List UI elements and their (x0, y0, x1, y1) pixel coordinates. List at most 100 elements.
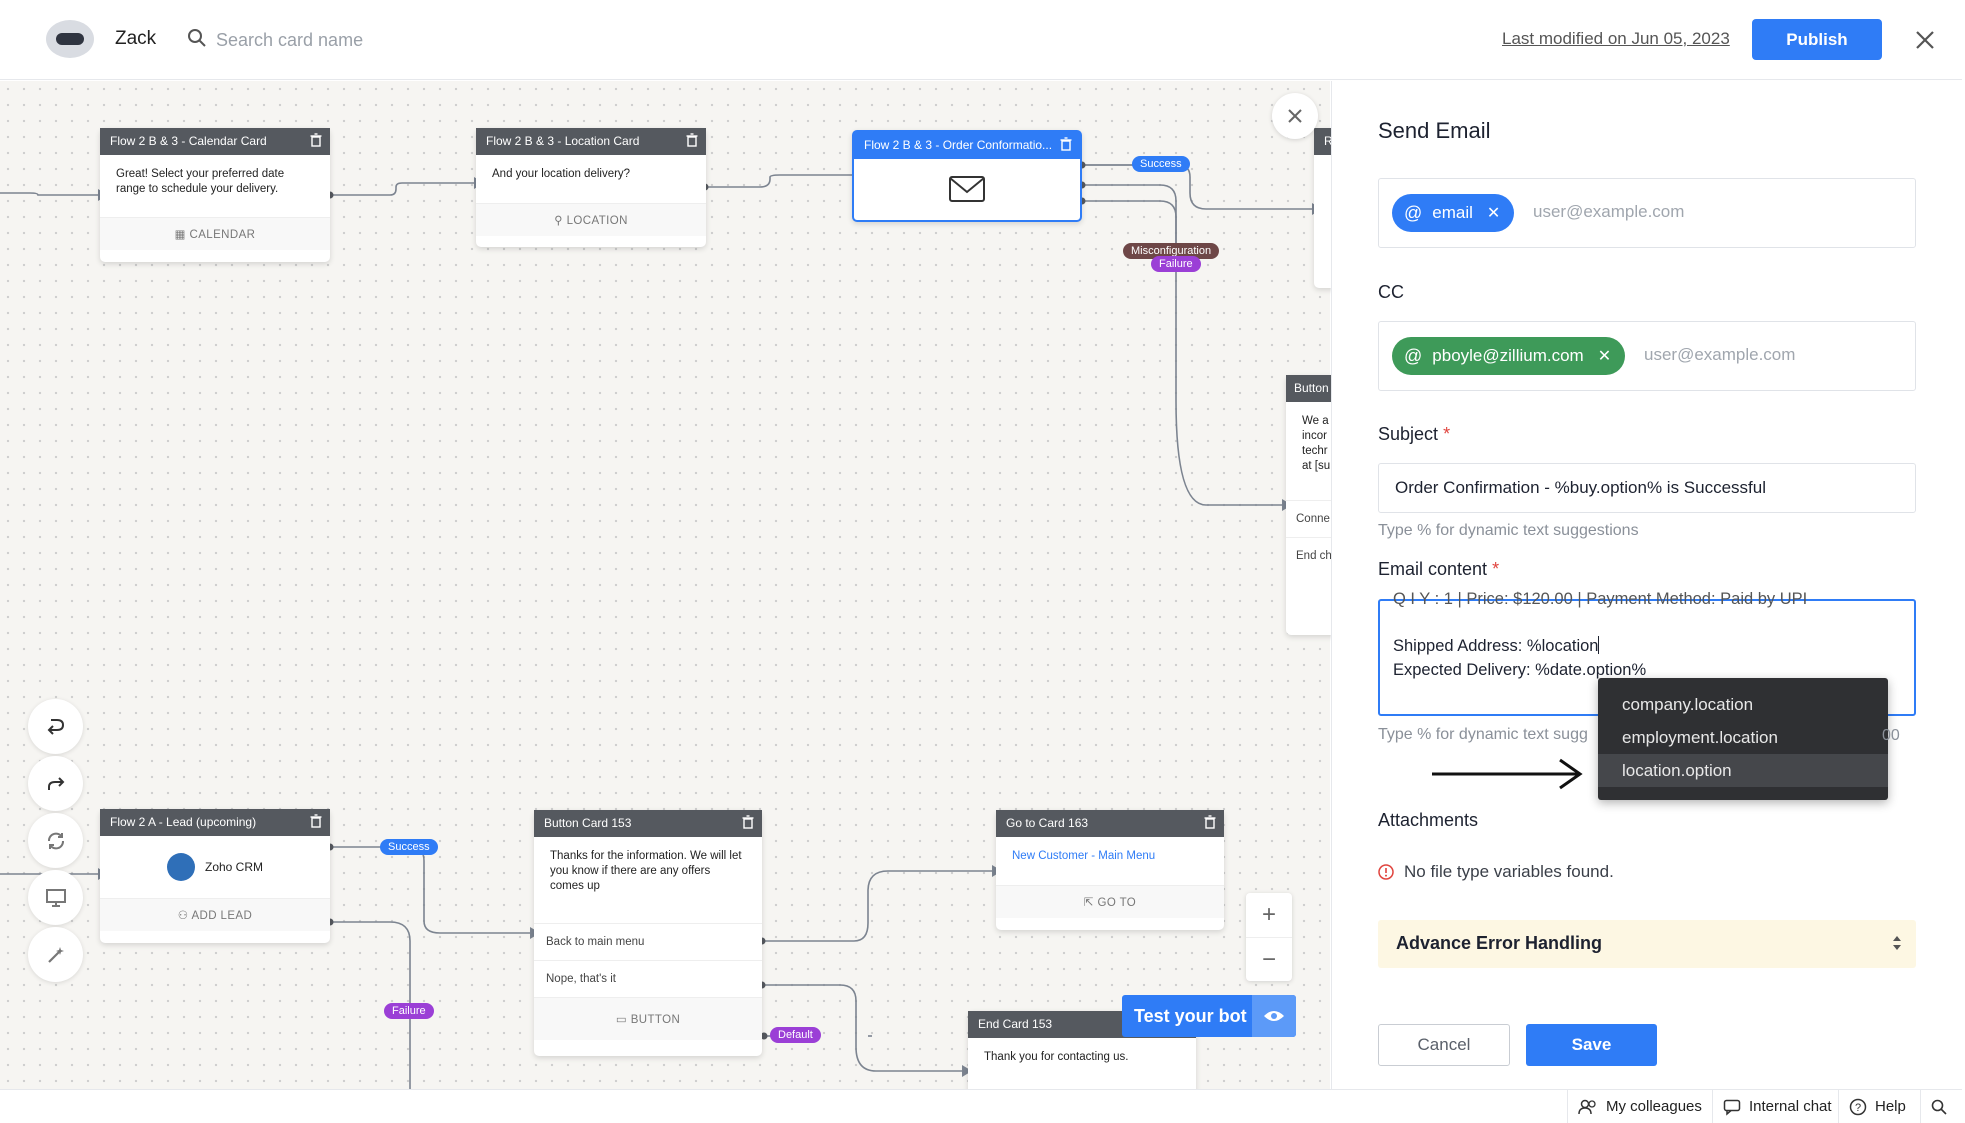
goto-card-163[interactable]: Go to Card 163 New Customer - Main Menu … (996, 810, 1224, 930)
panel-title: Send Email (1378, 118, 1491, 143)
cc-email-chip[interactable]: @ pboyle@zillium.com ✕ (1392, 337, 1626, 375)
card-type-label: ▭ BUTTON (534, 997, 762, 1040)
test-your-bot-button[interactable]: Test your bot (1122, 995, 1296, 1037)
calendar-icon: ▦ (174, 229, 190, 241)
email-content-label: Email content * (1378, 559, 1500, 579)
trash-icon[interactable] (742, 815, 754, 829)
content-line-cut: Q I Y : 1 | Price: $120.00 | Payment Met… (1393, 590, 1808, 608)
zoom-out-button[interactable]: − (1246, 937, 1292, 981)
user-add-icon: ⚇ (177, 910, 192, 922)
chat-icon (1723, 1099, 1741, 1116)
redo-button[interactable] (28, 756, 83, 811)
mail-icon (949, 176, 985, 202)
subject-hint: Type % for dynamic text suggestions (1378, 522, 1639, 539)
card-header: Button Card 153 (534, 810, 762, 837)
search-icon (188, 29, 206, 47)
location-card[interactable]: Flow 2 B & 3 - Location Card And your lo… (476, 128, 706, 247)
remove-chip-icon[interactable]: ✕ (1486, 205, 1501, 222)
content-hint: Type % for dynamic text sugg (1378, 726, 1588, 743)
monitor-icon (45, 888, 66, 907)
send-email-panel: Send Email @ email ✕ user@example.com CC… (1331, 81, 1962, 1089)
cc-label: CC (1378, 282, 1404, 302)
advance-error-handling-select[interactable]: Advance Error Handling (1378, 920, 1916, 968)
people-icon (1578, 1099, 1596, 1114)
preview-toggle[interactable] (1252, 995, 1296, 1037)
suggestion-item[interactable]: employment.location (1622, 728, 1778, 747)
goto-target-link[interactable]: New Customer - Main Menu (1012, 850, 1156, 862)
status-search-button[interactable] (1920, 1090, 1965, 1123)
misconfiguration-branch-label: Misconfiguration (1123, 243, 1220, 259)
refresh-button[interactable] (28, 813, 83, 868)
test-bot-label: Test your bot (1134, 1005, 1247, 1026)
card-message: Thanks for the information. We will let … (550, 850, 742, 892)
internal-chat-button[interactable]: Internal chat (1712, 1090, 1842, 1123)
trash-icon[interactable] (310, 133, 322, 147)
suggestion-item[interactable]: company.location (1622, 695, 1754, 714)
card-type-label: ⇱ GO TO (996, 885, 1224, 918)
preview-screen-button[interactable] (28, 870, 83, 925)
annotation-arrow-icon (1432, 758, 1583, 790)
close-panel-button[interactable] (1272, 93, 1318, 139)
trash-icon[interactable] (310, 814, 322, 828)
trash-icon[interactable] (1060, 137, 1072, 151)
card-type-label: ⚇ ADD LEAD (100, 898, 330, 931)
zoom-controls: + − (1246, 893, 1292, 981)
card-message: Great! Select your preferred date range … (116, 168, 285, 195)
no-file-message: No file type variables found. (1378, 862, 1614, 882)
trash-icon[interactable] (1204, 815, 1216, 829)
bot-name[interactable]: Zack (115, 28, 157, 49)
external-link-icon: ⇱ (1083, 897, 1098, 909)
cc-email-field[interactable]: @ pboyle@zillium.com ✕ user@example.com (1378, 321, 1916, 391)
card-option[interactable]: End ch (1286, 537, 1346, 574)
close-icon (1288, 109, 1302, 123)
redo-icon (47, 776, 64, 790)
end-card-153[interactable]: End Card 153 Thank you for contacting us… (968, 1011, 1196, 1101)
magic-wand-button[interactable] (28, 927, 83, 982)
to-email-field[interactable]: @ email ✕ user@example.com (1378, 178, 1916, 248)
magic-wand-icon (47, 946, 64, 963)
close-icon[interactable] (1912, 24, 1938, 54)
subject-value: Order Confirmation - %buy.option% is Suc… (1395, 478, 1767, 497)
my-colleagues-button[interactable]: My colleagues (1567, 1090, 1712, 1123)
search-card-input[interactable] (216, 22, 496, 58)
bot-avatar[interactable] (46, 20, 94, 58)
order-confirmation-email-card[interactable]: Flow 2 B & 3 - Order Conformatio... (852, 130, 1082, 222)
zoho-crm-logo-icon (166, 853, 195, 881)
attachments-label: Attachments (1378, 810, 1479, 830)
flow-canvas[interactable]: Flow 2 B & 3 - Calendar Card Great! Sele… (0, 81, 1346, 1101)
help-button[interactable]: ? Help (1838, 1090, 1916, 1123)
card-message: Zoho CRM (100, 836, 330, 898)
card-message: We a incor techr at [su (1302, 415, 1331, 472)
lead-card[interactable]: Flow 2 A - Lead (upcoming) Zoho CRM ⚇ AD… (100, 809, 330, 943)
card-option-nope[interactable]: Nope, that's it (534, 960, 762, 997)
trash-icon[interactable] (686, 133, 698, 147)
card-option[interactable]: Conne (1286, 500, 1346, 537)
subject-input[interactable]: Order Confirmation - %buy.option% is Suc… (1378, 463, 1916, 513)
card-message: And your location delivery? (492, 168, 631, 180)
cc-placeholder: user@example.com (1644, 345, 1796, 364)
search-icon (1931, 1099, 1947, 1115)
undo-button[interactable] (28, 699, 83, 754)
publish-button[interactable]: Publish (1752, 19, 1882, 60)
card-option-back-to-main-menu[interactable]: Back to main menu (534, 923, 762, 960)
at-icon: @ (1404, 345, 1423, 366)
remove-chip-icon[interactable]: ✕ (1597, 348, 1612, 365)
to-placeholder: user@example.com (1533, 202, 1685, 221)
zoom-in-button[interactable]: + (1261, 901, 1276, 928)
failure-branch-label: Failure (384, 1003, 434, 1019)
card-type-label: ▦ CALENDAR (100, 217, 330, 250)
button-card-153[interactable]: Button Card 153 Thanks for the informati… (534, 810, 762, 1056)
success-branch-label: Success (380, 839, 438, 855)
cancel-button[interactable]: Cancel (1378, 1024, 1510, 1066)
required-marker: * (1443, 424, 1451, 444)
email-variable-chip[interactable]: @ email ✕ (1392, 194, 1515, 232)
calendar-card[interactable]: Flow 2 B & 3 - Calendar Card Great! Sele… (100, 128, 330, 262)
suggestion-item-highlighted[interactable]: location.option (1598, 754, 1888, 787)
info-icon (1378, 864, 1394, 880)
char-counter: 00 (1882, 727, 1900, 744)
last-modified-link[interactable]: Last modified on Jun 05, 2023 (1502, 29, 1730, 48)
location-pin-icon: ⚲ (554, 215, 567, 227)
save-button[interactable]: Save (1526, 1024, 1657, 1066)
sort-arrows-icon (1893, 936, 1901, 950)
card-header: Flow 2 B & 3 - Location Card (476, 128, 706, 155)
